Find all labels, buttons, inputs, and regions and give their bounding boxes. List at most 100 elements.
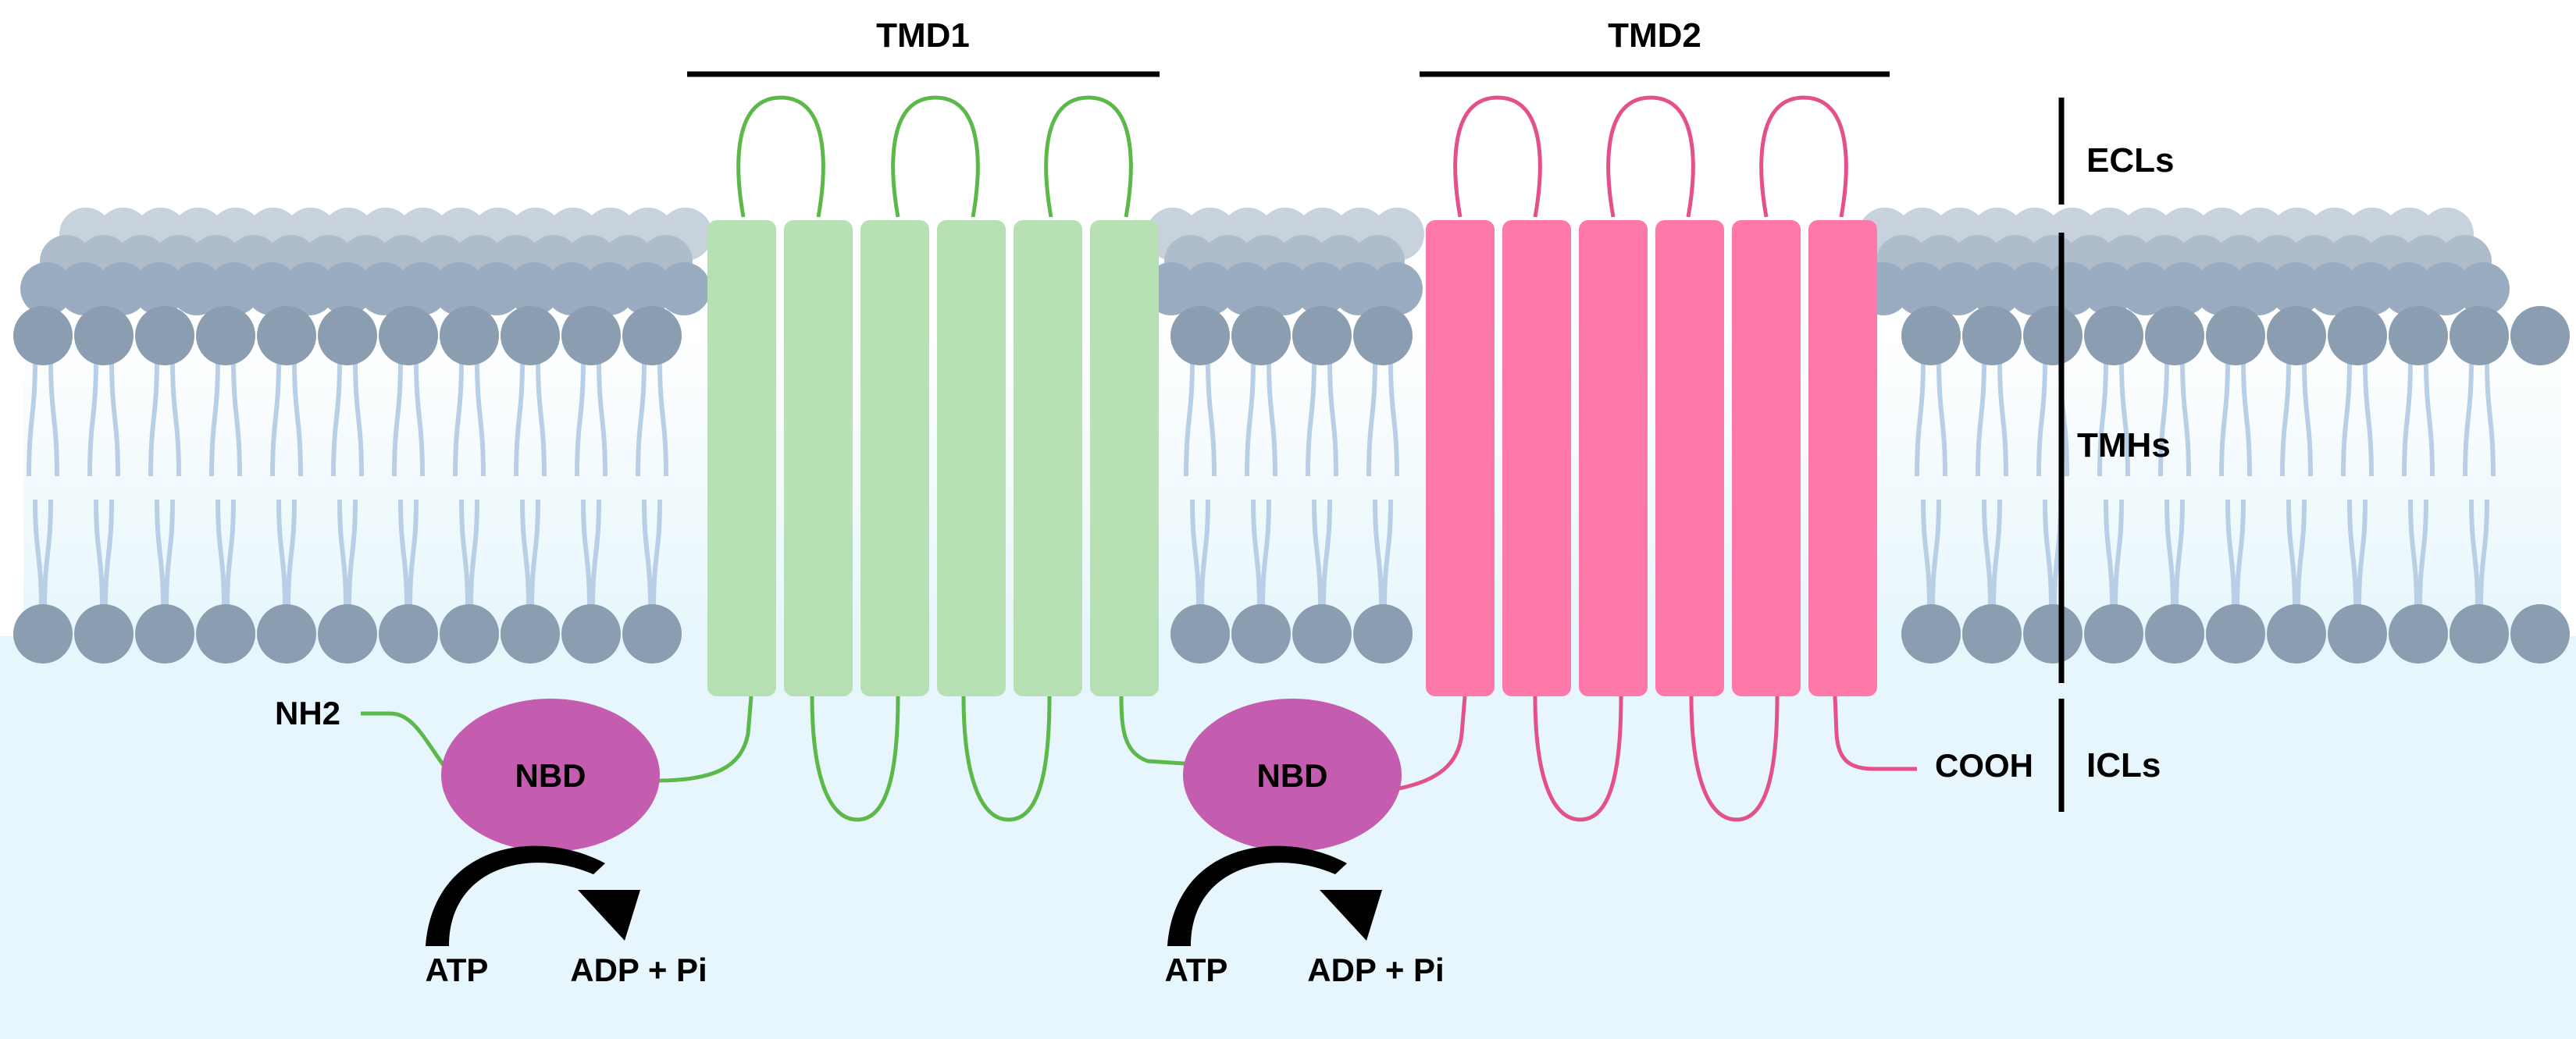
lipid-head-inner bbox=[74, 604, 134, 664]
lipid-tail bbox=[1251, 499, 1262, 610]
lipid-tail bbox=[33, 499, 44, 610]
lipid-head-outer bbox=[196, 306, 255, 365]
lipid-head-back bbox=[2157, 262, 2210, 315]
lipid-head-outer bbox=[2450, 306, 2509, 365]
tmd1-ecl-1 bbox=[736, 95, 825, 218]
lipid-tail bbox=[2219, 358, 2230, 477]
tmd2-intracellular-loops bbox=[1398, 696, 1917, 822]
lipid-tail bbox=[353, 358, 364, 477]
tmd2-icl-2 bbox=[1689, 696, 1780, 822]
lipid-tail bbox=[48, 358, 59, 477]
tmd1-helix-5 bbox=[1014, 220, 1082, 696]
lipid-head-outer bbox=[2267, 306, 2326, 365]
lipid-tail bbox=[103, 499, 114, 610]
lipid-head-back bbox=[2232, 262, 2285, 315]
lipid-tail bbox=[2104, 499, 2115, 610]
lipid-tail bbox=[1997, 358, 2008, 477]
lipid-head-outer bbox=[1353, 306, 1413, 365]
lipid-head-outer bbox=[622, 306, 682, 365]
nbd2-to-tmd2-linker bbox=[1398, 696, 1467, 791]
lipid-head-inner bbox=[561, 604, 621, 664]
lipid-head-outer bbox=[501, 306, 560, 365]
lipid-head-back bbox=[1332, 262, 1385, 315]
lipid-head-inner bbox=[318, 604, 377, 664]
lipid-head-inner bbox=[1901, 604, 1961, 664]
lipid-head-back bbox=[358, 262, 411, 315]
lipid-head-inner bbox=[379, 604, 438, 664]
tmd1-helix-1 bbox=[707, 220, 776, 696]
lipid-head-inner bbox=[257, 604, 316, 664]
lipid-tail bbox=[2363, 358, 2374, 477]
lipid-tail bbox=[2417, 499, 2428, 610]
lipid-tail bbox=[1267, 358, 1277, 477]
lipid-tail bbox=[331, 358, 342, 477]
nh2-label: NH2 bbox=[275, 695, 340, 731]
lipid-head-outer bbox=[2145, 306, 2204, 365]
lipid-head-outer bbox=[318, 306, 377, 365]
lipid-tail bbox=[398, 499, 409, 610]
lipid-tail bbox=[2225, 499, 2236, 610]
lipid-tail bbox=[475, 358, 486, 477]
lipid-head-inner bbox=[13, 604, 73, 664]
lipid-head-outer bbox=[1170, 306, 1230, 365]
lipid-head-outer bbox=[1292, 306, 1352, 365]
tmd1-helix-3 bbox=[860, 220, 929, 696]
lipid-tail bbox=[651, 499, 662, 610]
lipid-head-inner bbox=[1170, 604, 1230, 664]
lipid-head-back bbox=[395, 262, 448, 315]
lipid-tail bbox=[1915, 358, 1926, 477]
lipid-tail bbox=[1388, 358, 1399, 477]
lipid-head-back bbox=[2344, 262, 2397, 315]
atp-label-1: ATP bbox=[426, 952, 489, 988]
lipid-tail bbox=[170, 358, 181, 477]
atp-hydrolysis-arrow-1 bbox=[426, 845, 640, 946]
lipid-tail bbox=[581, 499, 592, 610]
c-terminus-tail bbox=[1833, 696, 1917, 771]
lipid-tail bbox=[27, 358, 37, 477]
lipid-tail bbox=[1936, 358, 1947, 477]
lipid-tail bbox=[2485, 358, 2496, 477]
lipid-tail bbox=[270, 358, 281, 477]
nbd1-domain bbox=[441, 699, 660, 852]
lipid-head-outer bbox=[257, 306, 316, 365]
lipid-tail bbox=[2357, 499, 2368, 610]
lipid-tail bbox=[1991, 499, 2002, 610]
lipid-head-back bbox=[508, 262, 561, 315]
arrow-head-1 bbox=[578, 890, 640, 941]
adp-pi-label-2: ADP + Pi bbox=[1307, 952, 1444, 988]
lipid-head-inner bbox=[501, 604, 560, 664]
lipid-head-back bbox=[245, 262, 298, 315]
lipid-tail bbox=[529, 499, 540, 610]
lipid-head-back bbox=[2419, 262, 2472, 315]
lipid-tail bbox=[459, 499, 470, 610]
lipid-tail bbox=[155, 499, 166, 610]
lipid-tail bbox=[636, 358, 647, 477]
lipid-head-inner bbox=[440, 604, 499, 664]
lipid-head-back bbox=[2269, 262, 2322, 315]
lipid-head-inner bbox=[135, 604, 194, 664]
lipid-head-inner bbox=[2145, 604, 2204, 664]
tmd1-icl-1 bbox=[810, 696, 900, 822]
lipid-tail bbox=[408, 499, 419, 610]
lipid-tail bbox=[225, 499, 236, 610]
tmd1-ecl-3 bbox=[1044, 95, 1133, 218]
lipid-head-back bbox=[583, 262, 636, 315]
lipid-head-back bbox=[1370, 262, 1423, 315]
lipid-tail bbox=[590, 499, 601, 610]
lipid-head-inner bbox=[2084, 604, 2143, 664]
lipid-head-inner bbox=[2267, 604, 2326, 664]
lipid-tail bbox=[642, 499, 653, 610]
lipid-tail bbox=[216, 499, 226, 610]
lipid-head-inner bbox=[2023, 604, 2083, 664]
lipid-tail bbox=[1930, 499, 1941, 610]
tmd2-label: TMD2 bbox=[1608, 16, 1701, 55]
tmd2-helix-1 bbox=[1426, 220, 1495, 696]
lipid-tail bbox=[536, 358, 547, 477]
cooh-label: COOH bbox=[1935, 747, 2033, 784]
lipid-head-back bbox=[208, 262, 261, 315]
lipid-head-inner bbox=[1353, 604, 1413, 664]
lipid-tail bbox=[231, 358, 242, 477]
lipid-tail bbox=[2296, 499, 2307, 610]
lipid-tail bbox=[2424, 358, 2435, 477]
lipid-tail bbox=[1976, 358, 1986, 477]
